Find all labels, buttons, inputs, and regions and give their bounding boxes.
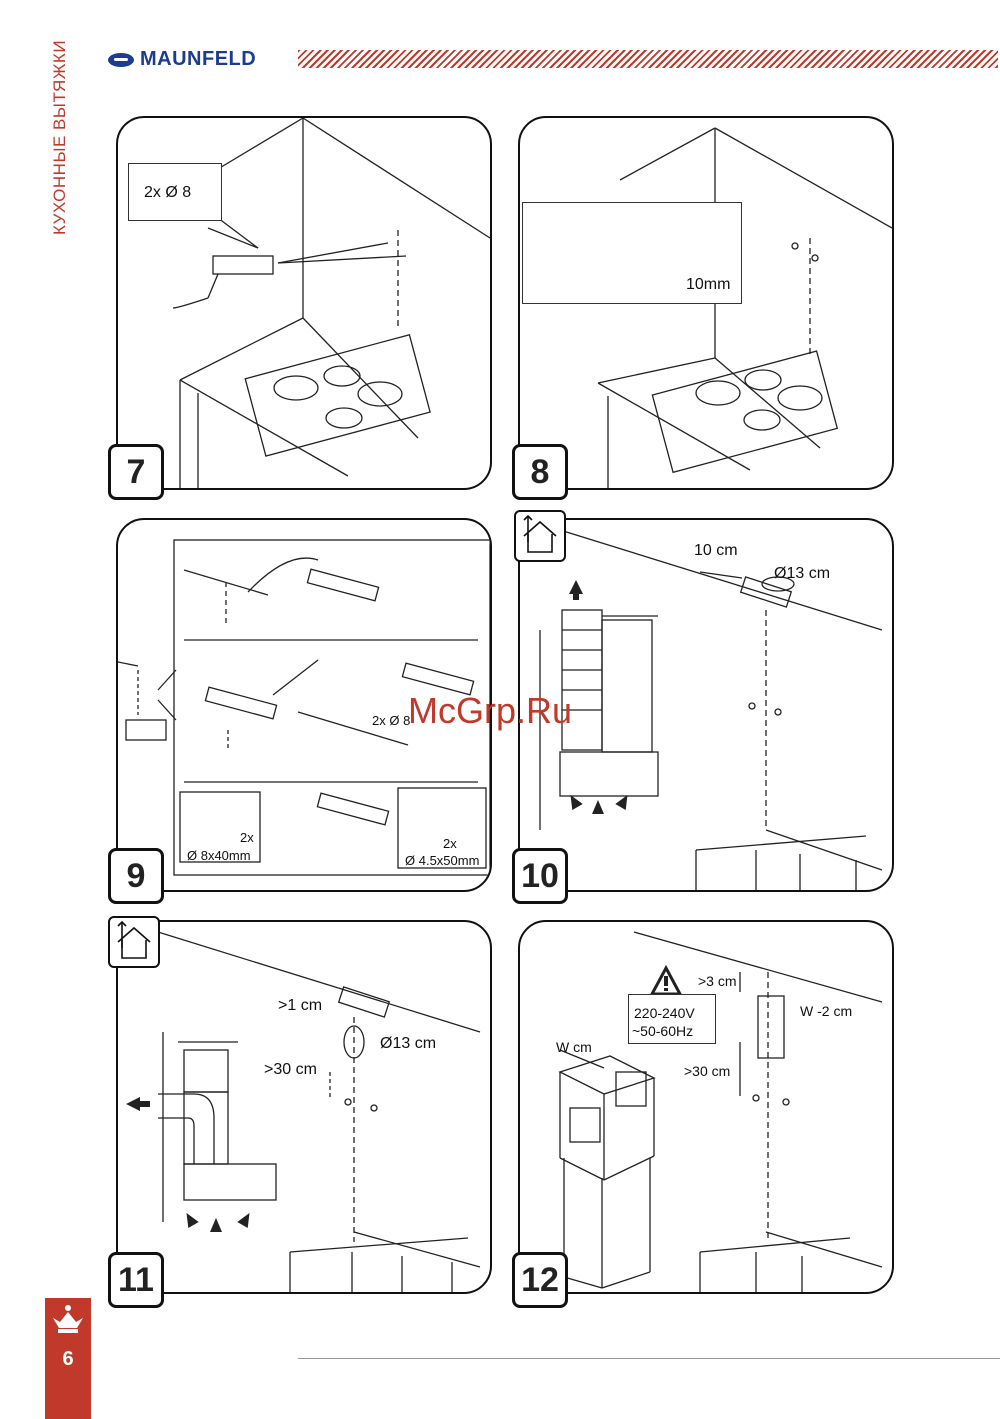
step-9-anchor-qty: 2x — [240, 830, 254, 845]
step-12-voltage: 220-240V — [634, 1005, 695, 1021]
brand-logo: MAUNFELD — [108, 48, 256, 71]
ducted-mode-icon — [514, 510, 566, 562]
step-8-callout — [522, 202, 742, 304]
step-9-screw-size: Ø 4.5x50mm — [405, 853, 480, 868]
step-12-dim-wcm: W cm — [556, 1039, 592, 1055]
step-9-panel: 2x Ø 8 2x Ø 8x40mm 2x Ø 4.5x50mm — [116, 518, 492, 892]
step-12-dim-c: >30 cm — [684, 1063, 731, 1079]
step-10-illustration — [539, 529, 883, 890]
step-11-illustration — [126, 931, 481, 1292]
step-9-screw-qty: 2x — [443, 836, 457, 851]
brand-logo-icon — [108, 52, 134, 67]
step-11-number: 11 — [108, 1252, 164, 1308]
step-12-frequency: ~50-60Hz — [632, 1023, 694, 1039]
step-12-power-callout — [628, 994, 716, 1044]
step-9-number: 9 — [108, 848, 164, 904]
step-7-drill-label: 2x Ø 8 — [144, 184, 192, 201]
footer-divider — [298, 1358, 1000, 1359]
step-9-drill-label: 2x Ø 8 — [372, 713, 411, 728]
header-hatch-bar — [298, 50, 998, 68]
step-8-number: 8 — [512, 444, 568, 500]
step-11-dim-b: Ø13 cm — [380, 1035, 437, 1052]
step-10-number: 10 — [512, 848, 568, 904]
step-7-panel: 2x Ø 8 — [116, 116, 492, 490]
step-7-callout — [128, 163, 222, 221]
step-10-dim-a: 10 cm — [694, 542, 738, 559]
page-number: 6 — [62, 1348, 74, 1370]
ducted-mode-icon-2 — [108, 916, 160, 968]
step-11-panel: >1 cm Ø13 cm >30 cm — [116, 920, 492, 1294]
step-12-dim-a: >3 cm — [698, 973, 737, 989]
step-7-illustration — [172, 118, 490, 488]
step-9-anchor-size: Ø 8x40mm — [187, 848, 251, 863]
step-7-number: 7 — [108, 444, 164, 500]
step-10-dim-b: Ø13 cm — [774, 565, 831, 582]
brand-name: MAUNFELD — [140, 48, 257, 70]
step-8-panel: 10mm — [518, 116, 894, 490]
section-title-vertical: КУХОННЫЕ ВЫТЯЖКИ — [50, 39, 69, 235]
step-11-dim-c: >30 cm — [264, 1061, 317, 1078]
step-12-number: 12 — [512, 1252, 568, 1308]
step-12-panel: >3 cm 220-240V ~50-60Hz W -2 cm W cm >30… — [518, 920, 894, 1294]
step-11-dim-a: >1 cm — [278, 997, 323, 1014]
watermark: McGrp.Ru — [408, 690, 573, 731]
page-number-tab: 6 — [45, 1298, 91, 1419]
step-12-dim-w: W -2 cm — [800, 1003, 853, 1019]
step-8-dim-label: 10mm — [686, 276, 731, 293]
step-9-illustration — [118, 539, 490, 876]
step-10-panel: 10 cm Ø13 cm — [518, 518, 894, 892]
crown-icon — [53, 1305, 83, 1333]
